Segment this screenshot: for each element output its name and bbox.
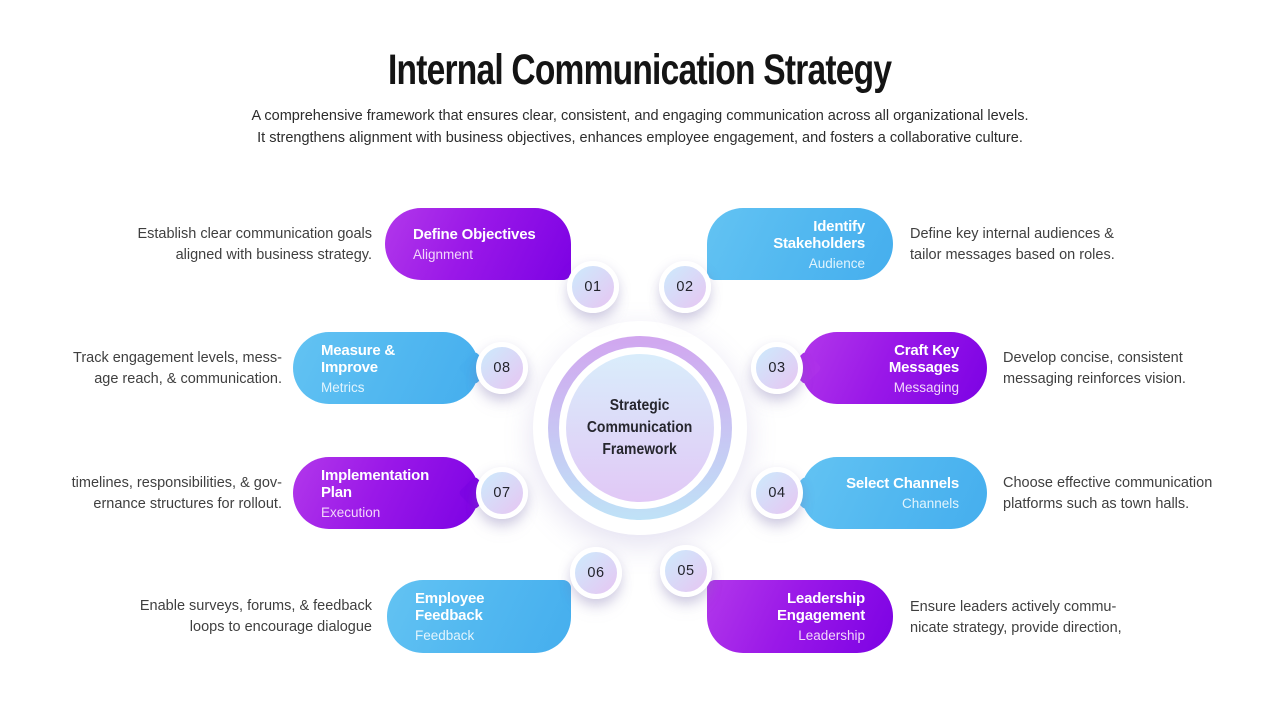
pill-employee-feedback: Employee Feedback Feedback (387, 580, 571, 653)
page-title: Internal Communication Strategy (388, 46, 892, 94)
desc-leadership-engagement: Ensure leaders actively commu- nicate st… (910, 599, 1122, 636)
pill-title-leadership-engagement: Leadership Engagement (776, 590, 865, 624)
pill-title-identify-stakeholders: Identify Stakeholders (773, 217, 865, 252)
pill-title-craft-key-messages: Craft Key Messages (888, 341, 959, 376)
pill-leadership-engagement: Leadership Engagement Leadership (707, 580, 893, 653)
hub-inner-circle: Strategic Communication Framework (566, 354, 714, 502)
badge-step-06: 06 (570, 547, 622, 599)
desc-implementation-plan: timelines, responsibilities, & gov- erna… (71, 475, 282, 512)
badge-step-01: 01 (567, 261, 619, 313)
pill-title-select-channels: Select Channels (846, 475, 959, 492)
desc-define-objectives: Establish clear communication goals alig… (137, 226, 372, 263)
page-subtitle: A comprehensive framework that ensures c… (0, 106, 1280, 149)
desc-measure-improve: Track engagement levels, mess- age reach… (73, 350, 282, 387)
pill-implementation-plan: Implementation Plan Execution (293, 457, 479, 529)
pill-subtitle-audience: Audience (808, 255, 865, 271)
pill-subtitle-channels: Channels (901, 496, 959, 511)
hub-title: Strategic Communication Framework (587, 397, 693, 458)
pill-title-employee-feedback: Employee Feedback (415, 590, 485, 624)
badge-step-04: 04 (751, 467, 803, 519)
header: Internal Communication Strategy (0, 46, 1280, 95)
desc-identify-stakeholders: Define key internal audiences & tailor m… (910, 226, 1115, 263)
subtitle-line-1: A comprehensive framework that ensures c… (251, 108, 1029, 124)
pill-identify-stakeholders: Identify Stakeholders Audience (707, 208, 893, 280)
desc-select-channels: Choose effective communication platforms… (1003, 475, 1213, 512)
pill-subtitle-messaging: Messaging (893, 379, 959, 395)
hub-gradient-ring: Strategic Communication Framework (548, 336, 732, 520)
pill-measure-improve: Measure & Improve Metrics (293, 332, 479, 404)
pill-subtitle-execution: Execution (321, 504, 381, 520)
pill-subtitle-metrics: Metrics (321, 379, 365, 395)
badge-step-07: 07 (476, 467, 528, 519)
badge-step-05: 05 (660, 545, 712, 597)
central-hub: Strategic Communication Framework (533, 321, 747, 535)
pill-subtitle-leadership: Leadership (798, 628, 865, 643)
pill-select-channels: Select Channels Channels (801, 457, 987, 529)
desc-employee-feedback: Enable surveys, forums, & feedback loops… (139, 598, 372, 635)
subtitle-line-2: It strengthens alignment with business o… (257, 129, 1023, 146)
pill-define-objectives: Define Objectives Alignment (385, 208, 571, 280)
badge-step-08: 08 (476, 342, 528, 394)
pill-title-measure-improve: Measure & Improve (321, 341, 396, 376)
badge-step-03: 03 (751, 342, 803, 394)
badge-step-02: 02 (659, 261, 711, 313)
pill-title-implementation-plan: Implementation Plan (321, 466, 430, 501)
pill-title-define-objectives: Define Objectives (413, 226, 536, 243)
pill-subtitle-alignment: Alignment (413, 247, 474, 262)
desc-craft-key-messages: Develop concise, consistent messaging re… (1003, 350, 1186, 387)
pill-subtitle-feedback: Feedback (415, 628, 475, 643)
pill-craft-key-messages: Craft Key Messages Messaging (801, 332, 987, 404)
hub-white-ring: Strategic Communication Framework (559, 347, 721, 509)
